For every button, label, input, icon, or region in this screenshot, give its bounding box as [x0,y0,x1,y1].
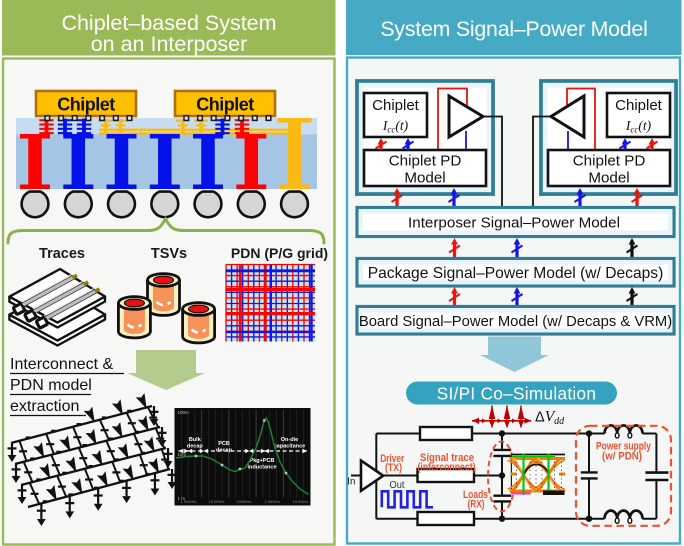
svg-text:System Signal–Power Model: System Signal–Power Model [380,17,647,41]
svg-text:In: In [347,477,355,488]
svg-text:Interposer Signal–Power Model: Interposer Signal–Power Model [408,215,620,232]
svg-text:On-die: On-die [281,437,298,443]
svg-text:on an Interposer: on an Interposer [91,32,248,56]
svg-text:inductance: inductance [247,465,276,471]
svg-text:Traces: Traces [39,246,85,262]
svg-text:decap: decap [187,444,204,450]
svg-text:(TX): (TX) [385,462,402,474]
svg-text:(RX): (RX) [468,499,485,511]
svg-text:Chiplet: Chiplet [57,95,115,115]
svg-text:Model: Model [588,170,629,187]
svg-text:Chiplet PD: Chiplet PD [573,153,646,170]
svg-text:100m: 100m [178,410,190,415]
svg-text:Loads: Loads [463,489,488,501]
svg-text:1 m: 1 m [178,496,186,501]
svg-text:Model: Model [404,170,445,187]
svg-text:Bulk: Bulk [189,437,202,443]
svg-text:10m: 10m [178,452,187,457]
svg-text:Out: Out [390,479,405,491]
svg-text:PDN (P/G grid): PDN (P/G grid) [231,245,328,261]
svg-text:(w/ PDN): (w/ PDN) [602,451,642,463]
svg-text:capacitance: capacitance [274,444,306,450]
svg-text:(interconnect): (interconnect) [418,462,476,474]
svg-text:PCB: PCB [218,441,230,447]
svg-text:Chiplet: Chiplet [196,95,254,115]
svg-text:Power supply: Power supply [596,441,652,453]
svg-text:Icc(t): Icc(t) [625,118,652,135]
svg-text:Board Signal–Power Model (w/ D: Board Signal–Power Model (w/ Decaps & VR… [359,314,672,330]
svg-text:Signal trace: Signal trace [420,452,474,464]
svg-text:decap: decap [216,448,233,454]
svg-text:Interconnect &: Interconnect & [10,356,114,373]
svg-text:Chiplet: Chiplet [372,97,420,114]
svg-text:extraction: extraction [10,398,79,415]
svg-text:Chiplet PD: Chiplet PD [389,153,462,170]
svg-text:TSVs: TSVs [151,246,187,262]
svg-text:Package Signal–Power Model (w/: Package Signal–Power Model (w/ Decaps) [368,265,664,282]
svg-text:Driver: Driver [380,453,405,465]
svg-text:Chiplet: Chiplet [615,97,663,114]
svg-text:100MHz: 100MHz [237,499,252,504]
svg-text:10.0GHz: 10.0GHz [293,499,309,504]
svg-text:1.00MHz: 1.00MHz [181,499,197,504]
svg-text:PDN model: PDN model [10,377,92,394]
svg-text:SI/PI Co–Simulation: SI/PI Co–Simulation [437,384,597,404]
svg-text:Chiplet–based System: Chiplet–based System [61,11,276,35]
svg-text:Pkg+PCB: Pkg+PCB [250,458,275,464]
svg-text:1.00GHz: 1.00GHz [265,499,281,504]
svg-text:Icc(t): Icc(t) [382,118,409,135]
svg-text:10.0MHz: 10.0MHz [209,499,225,504]
